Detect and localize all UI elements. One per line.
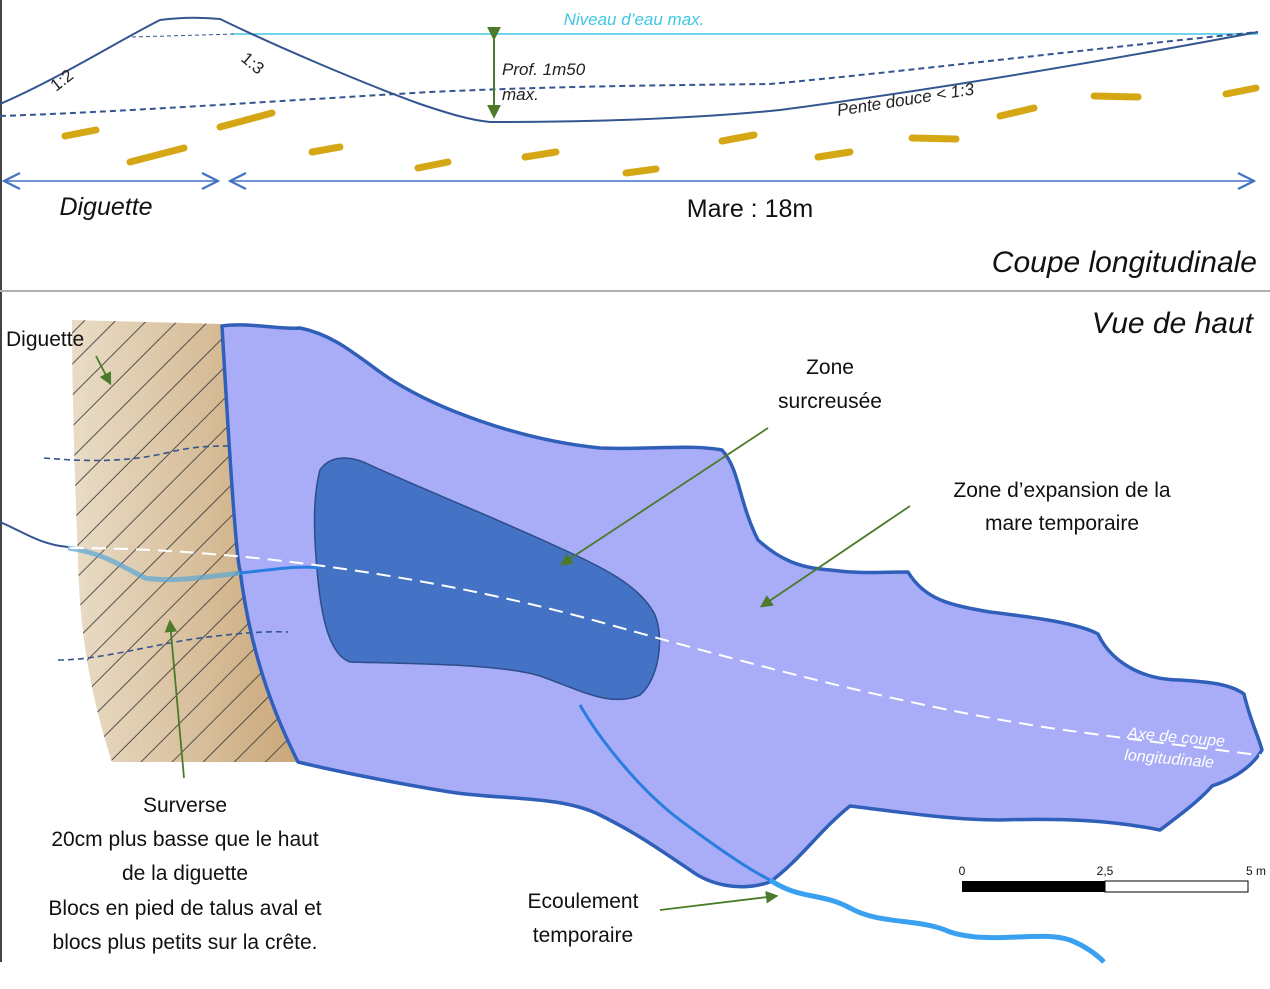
gravel-stone: [61, 126, 100, 140]
gravel-stone: [622, 165, 660, 177]
original-ground-line: [0, 31, 1259, 117]
overflow-line: Surverse: [143, 794, 227, 817]
scale-bar: 0 2,5 5 m: [959, 864, 1266, 893]
depth-label-line1: Prof. 1m50: [502, 60, 586, 79]
overflow-line: blocs plus petits sur la crête.: [53, 931, 318, 954]
expansion-arrow: [759, 505, 911, 608]
expansion-label-line2: mare temporaire: [985, 512, 1139, 535]
section-axis-line: [69, 547, 1267, 757]
gravel-stone: [996, 104, 1038, 120]
outflow-label-line2: temporaire: [533, 924, 633, 947]
scale-bar-black-segment: [962, 881, 1105, 892]
overflow-line: 20cm plus basse que le haut: [51, 828, 319, 851]
gravel-stone: [521, 148, 560, 161]
section-title: Coupe longitudinale: [992, 246, 1257, 279]
gravel-stone: [126, 144, 188, 166]
water-level-label: Niveau d’eau max.: [564, 10, 705, 29]
profile-line: [0, 16, 1259, 124]
outflow-label-line1: Ecoulement: [528, 890, 639, 913]
inflow-stream-upstream: [0, 521, 69, 548]
dike-dimension-label: Diguette: [59, 193, 152, 221]
overflow-channel: [67, 545, 241, 583]
gravel-stone: [1090, 92, 1142, 101]
deep-zone-label-line1: Zone: [806, 356, 854, 379]
gravel-stone: [414, 158, 452, 172]
depth-label-line2: max.: [502, 85, 539, 104]
outflow-arrow: [659, 890, 779, 911]
deep-zone-label-line2: surcreusée: [778, 390, 882, 413]
contour-line-upper: [43, 445, 233, 462]
scale-tick-mid: 2,5: [1097, 864, 1114, 878]
slope-right-label: 1:3: [237, 49, 267, 79]
outflow-channel-inner: [578, 704, 771, 882]
overflow-channel-inner: [239, 565, 321, 575]
gravel-stone: [908, 134, 960, 143]
dike-crest-dash: [131, 33, 237, 38]
contour-line-lower: [57, 630, 289, 661]
gravel-stone: [216, 109, 276, 131]
plan-title: Vue de haut: [1092, 307, 1255, 340]
deep-zone: [313, 457, 661, 701]
gravel-stone: [718, 131, 758, 145]
pond-dimension-label: Mare : 18m: [687, 195, 813, 223]
gravel-stone: [814, 148, 854, 161]
gravel-stone: [308, 143, 344, 156]
pond-expansion-zone: [220, 323, 1264, 889]
overflow-line: de la diguette: [122, 862, 248, 885]
temporary-outflow-stream: [768, 877, 1106, 964]
scale-bar-white-segment: [1104, 880, 1249, 893]
dike-label-arrow: [95, 355, 112, 386]
gravel-layer: [61, 84, 1260, 177]
overflow-text-block: Surverse 20cm plus basse que le haut de …: [48, 794, 321, 954]
section-panel: Niveau d’eau max. 1:2 1:3 Prof. 1m50 max…: [0, 0, 1260, 292]
scale-tick-end: 5 m: [1246, 864, 1266, 878]
gentle-slope-label: Pente douce < 1:3: [836, 79, 976, 120]
gravel-stone: [1222, 84, 1260, 98]
plan-panel: Vue de haut Diguette Zone surcreusée Zon…: [0, 292, 1267, 964]
deep-zone-arrow: [559, 427, 769, 566]
overflow-line: Blocs en pied de talus aval et: [48, 897, 321, 920]
scale-tick-start: 0: [959, 864, 966, 878]
slope-left-label: 1:2: [47, 66, 77, 96]
expansion-label-line1: Zone d’expansion de la: [953, 479, 1170, 502]
overflow-arrow: [164, 619, 185, 779]
dike-label: Diguette: [6, 328, 84, 351]
